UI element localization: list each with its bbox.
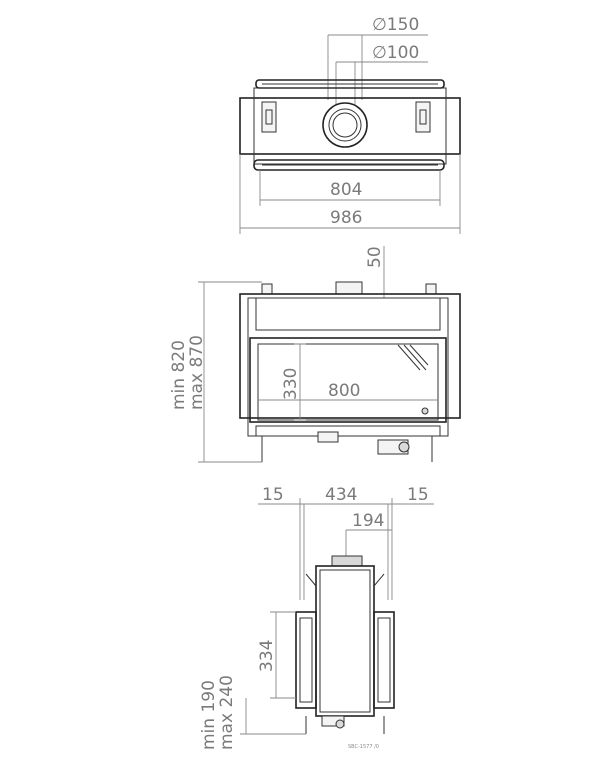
depth-label: 434 (325, 485, 357, 505)
width-inner-label: 804 (330, 180, 362, 200)
base-max-label: max 240 (217, 675, 237, 750)
flue-diameter-outer-label: ∅150 (372, 15, 419, 35)
top-view: ∅150 ∅100 804 986 (239, 15, 461, 234)
front-view: 50 330 800 (169, 246, 461, 463)
base-min-label: min 190 (199, 680, 219, 750)
flue-offset-label: 194 (352, 511, 384, 531)
flue-diameter-inner-label: ∅100 (372, 43, 419, 63)
side-view: 15 434 15 194 334 min 190 max 240 (199, 485, 434, 750)
side-glass-height-label: 334 (257, 640, 277, 672)
height-max-label: max 870 (187, 335, 207, 410)
right-margin-label: 15 (407, 485, 429, 505)
glass-height-label: 330 (281, 368, 301, 400)
glass-width-label: 800 (328, 381, 360, 401)
top-offset-label: 50 (365, 246, 385, 268)
height-min-label: min 820 (169, 340, 189, 410)
width-outer-label: 986 (330, 208, 362, 228)
drawing-code-label: SBC-1577 /0 (348, 744, 379, 750)
left-margin-label: 15 (262, 485, 284, 505)
